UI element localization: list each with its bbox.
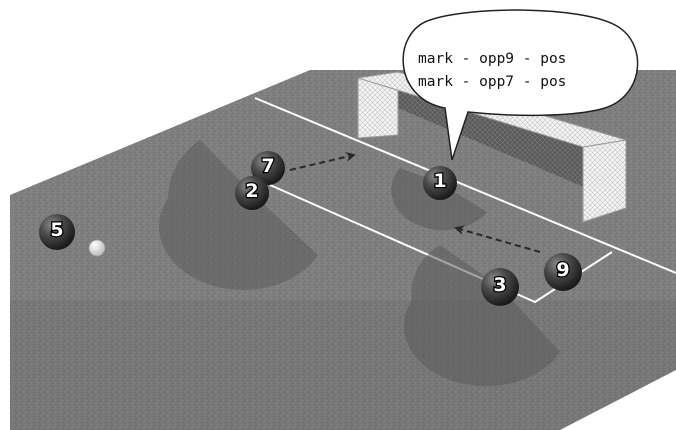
- goal-right-net: [583, 140, 626, 222]
- player-9[interactable]: 9: [544, 253, 582, 291]
- player-3-number: 3: [493, 274, 506, 296]
- field-shadow: [10, 300, 676, 430]
- player-5-number: 5: [50, 219, 63, 241]
- player-2-number: 2: [245, 180, 258, 202]
- player-1[interactable]: 1: [423, 166, 457, 200]
- speech-bubble-line-2: mark - opp7 - pos: [418, 74, 566, 90]
- ball: [89, 240, 105, 256]
- player-2[interactable]: 2: [235, 176, 269, 210]
- player-5[interactable]: 5: [39, 214, 75, 250]
- player-9-number: 9: [556, 259, 569, 281]
- player-3[interactable]: 3: [481, 268, 519, 306]
- player-7-number: 7: [261, 155, 274, 177]
- player-1-number: 1: [433, 170, 446, 192]
- speech-bubble-line-1: mark - opp9 - pos: [418, 51, 566, 67]
